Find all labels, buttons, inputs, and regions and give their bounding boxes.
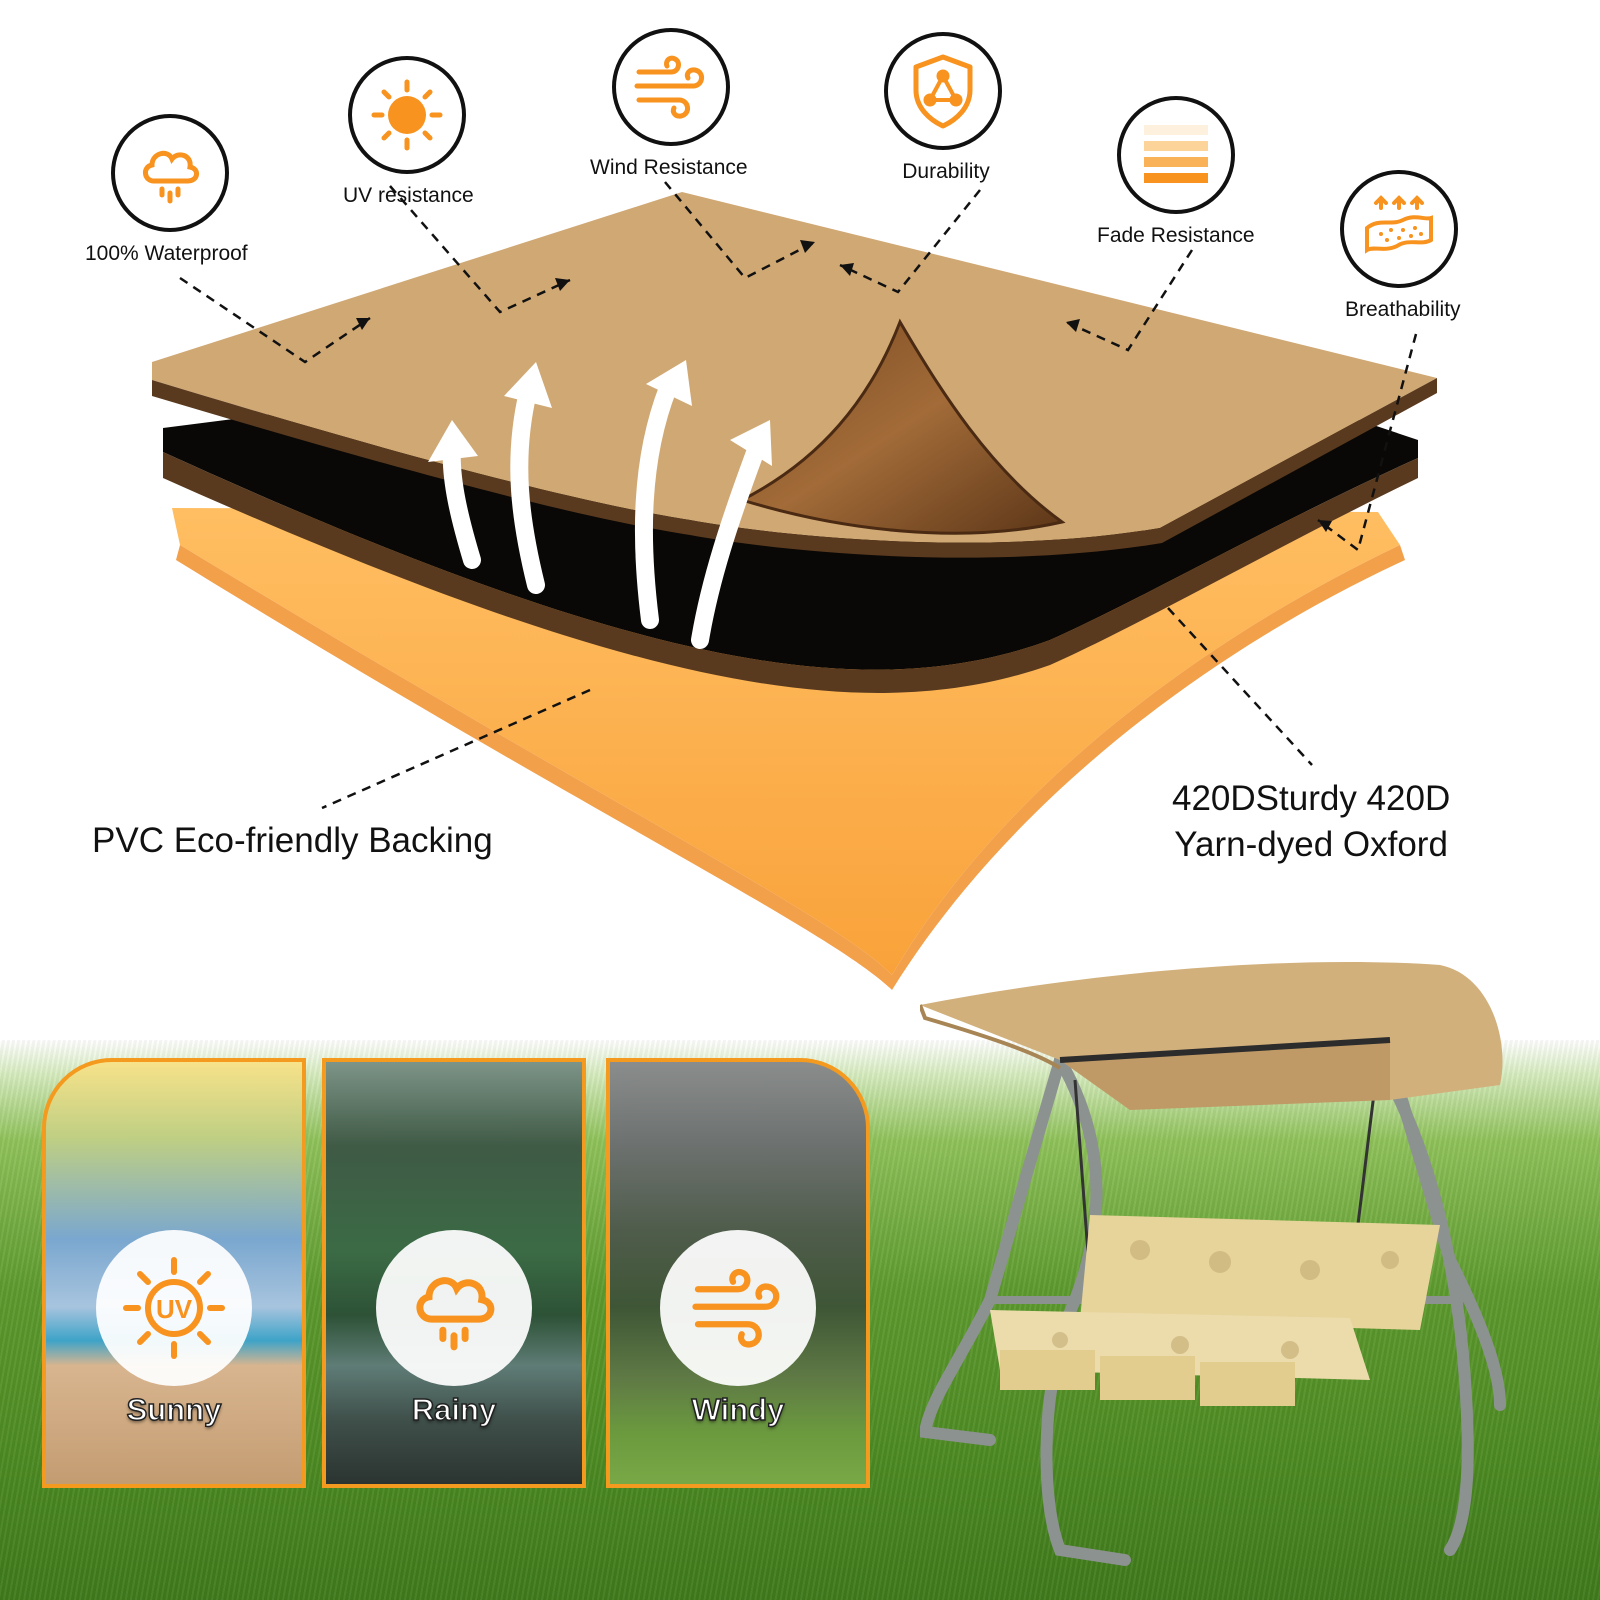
feature-label: Fade Resistance (1097, 224, 1255, 247)
oxford-label: 420DSturdy 420D Yarn-dyed Oxford (1172, 776, 1450, 868)
scene-label: Sunny (126, 1391, 222, 1428)
feature-label: 100% Waterproof (85, 242, 248, 265)
oxford-layer-edge (163, 452, 1418, 693)
feature-label: Breathability (1345, 298, 1461, 321)
rain-cloud-icon (110, 114, 229, 232)
feature-wind: Wind Resistance (590, 28, 748, 180)
feature-durability: Durability (884, 32, 1002, 184)
feature-label: Durability (902, 160, 990, 183)
wind-icon (611, 28, 730, 146)
leader-lines (179, 181, 1418, 810)
fabric-layers-diagram (152, 181, 1437, 990)
swing-canopy-illustration (920, 961, 1506, 1566)
scene-badge (660, 1230, 816, 1386)
scene-card-sunny: UV Sunny (42, 1058, 306, 1488)
svg-text:UV: UV (156, 1294, 193, 1324)
rain-cloud-icon (416, 1277, 495, 1351)
wind-icon (692, 1268, 780, 1348)
airflow-arrowheads (428, 360, 772, 466)
seat-flaps (1000, 1350, 1295, 1406)
feature-uv: UV resistance (343, 56, 474, 208)
top-coating-edge (152, 378, 1437, 558)
feature-breathability: Breathability (1339, 170, 1461, 322)
shield-icon (884, 32, 1002, 150)
sun-icon (348, 56, 467, 174)
peeled-flap (738, 318, 1066, 535)
scene-label: Rainy (411, 1391, 497, 1428)
feature-waterproof: 100% Waterproof (85, 114, 248, 266)
scene-card-rainy: Rainy (322, 1058, 586, 1488)
scene-badge (376, 1230, 532, 1386)
scene-label: Windy (691, 1391, 785, 1428)
breathable-fabric-icon (1339, 170, 1458, 288)
swing-backrest (1080, 1215, 1440, 1330)
oxford-label-line1: 420DSturdy 420D (1172, 779, 1451, 818)
feature-fade: Fade Resistance (1097, 96, 1255, 248)
stripes-icon (1116, 96, 1235, 214)
backing-label: PVC Eco-friendly Backing (92, 821, 493, 860)
leader-arrowheads (356, 240, 1332, 532)
scene-card-windy: Windy (606, 1058, 870, 1488)
feature-label: Wind Resistance (590, 156, 748, 179)
oxford-label-line2: Yarn-dyed Oxford (1174, 825, 1448, 864)
scene-badge: UV (96, 1230, 252, 1386)
uv-sun-icon: UV (123, 1257, 225, 1359)
feature-label: UV resistance (343, 184, 474, 207)
